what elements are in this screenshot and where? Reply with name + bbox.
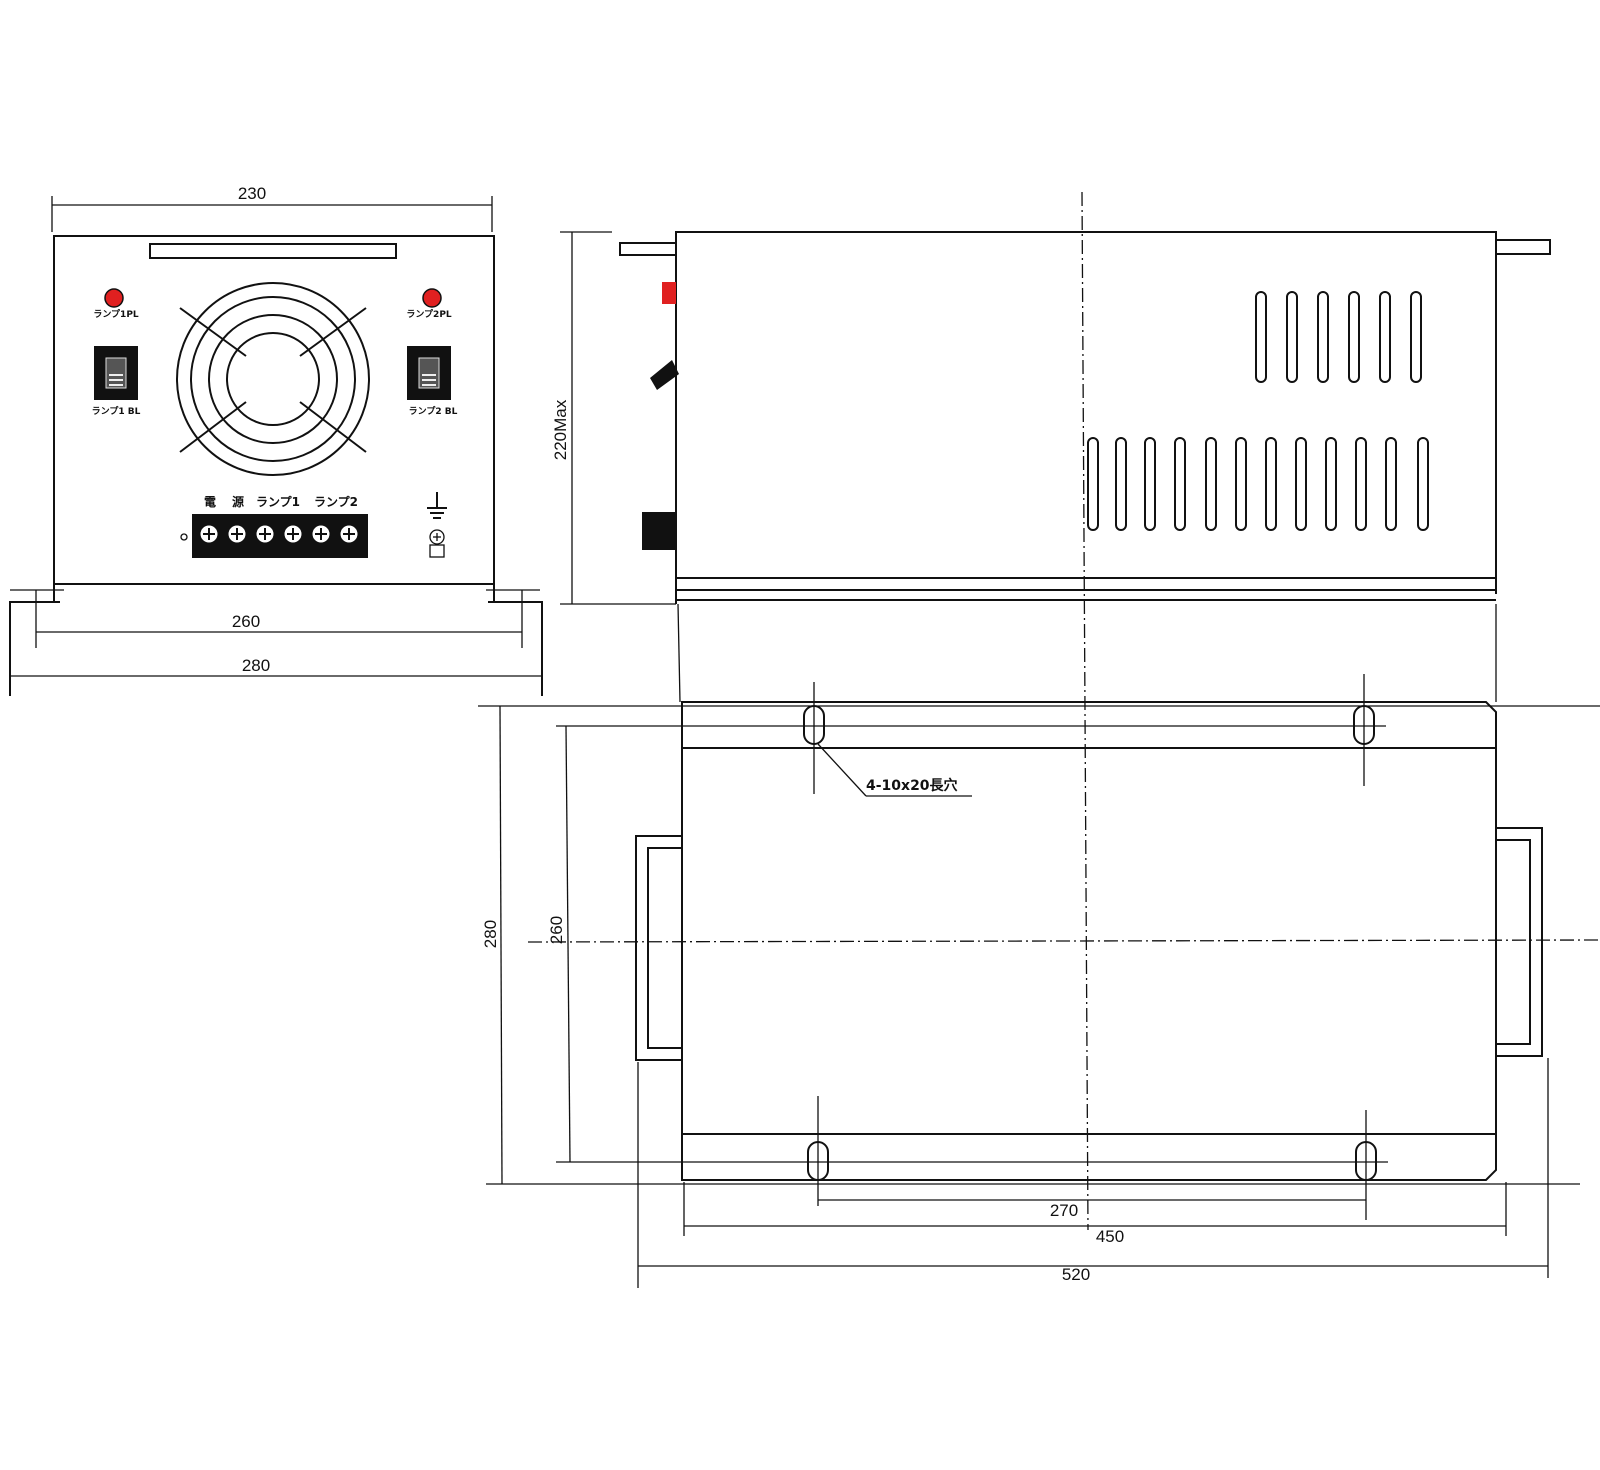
dim-overall: 520 (1062, 1265, 1090, 1284)
lamp2-sw-label: ランプ2 BL (409, 405, 458, 417)
ground-icon (427, 492, 447, 558)
dim-hole-pitch-y: 260 (547, 916, 566, 944)
dim-mount-pitch: 260 (232, 612, 260, 631)
bottom-view: 4-10x20長穴 280 260 270 450 520 (478, 674, 1600, 1288)
front-handle (619, 242, 677, 256)
side-switch (650, 360, 679, 390)
front-panel (53, 235, 495, 585)
hole-note: 4-10x20長穴 (866, 777, 958, 794)
side-body (675, 231, 1497, 579)
rear-handle (1495, 239, 1551, 255)
lamp2-switch (407, 346, 451, 400)
dim-height: 220Max (551, 399, 570, 460)
dim-width-top: 230 (238, 184, 266, 203)
dim-hole-pitch-x: 270 (1050, 1201, 1078, 1220)
lamp1-pl-label: ランプ1PL (93, 308, 139, 320)
lamp1-pilot-light (104, 288, 124, 308)
bottom-body (681, 701, 1497, 1181)
side-indicator (662, 282, 676, 304)
terminal-block (192, 514, 368, 558)
side-view: 220Max (551, 231, 1551, 605)
fan-guard-icon (176, 282, 370, 476)
lamp2-pl-label: ランプ2PL (406, 308, 452, 320)
dim-length: 450 (1096, 1227, 1124, 1246)
lamp1-switch (94, 346, 138, 400)
terminal-marker-icon (180, 533, 188, 541)
centerline-horizontal (527, 939, 1600, 943)
terminal-label-power-1: 電 (204, 495, 216, 509)
lamp2-pilot-light (422, 288, 442, 308)
top-handle-slot (149, 243, 397, 259)
dim-base-width: 280 (242, 656, 270, 675)
side-terminal (642, 512, 676, 550)
terminal-label-lamp2: ランプ2 (314, 494, 358, 509)
lamp1-sw-label: ランプ1 BL (92, 405, 141, 417)
terminal-label-lamp1: ランプ1 (256, 494, 300, 509)
dim-depth: 280 (481, 920, 500, 948)
front-view: 230 260 280 ランプ1PL ランプ2PL ランプ1 (9, 184, 543, 696)
centerline-vertical (1081, 191, 1089, 1231)
terminal-label-power-2: 源 (232, 494, 244, 509)
